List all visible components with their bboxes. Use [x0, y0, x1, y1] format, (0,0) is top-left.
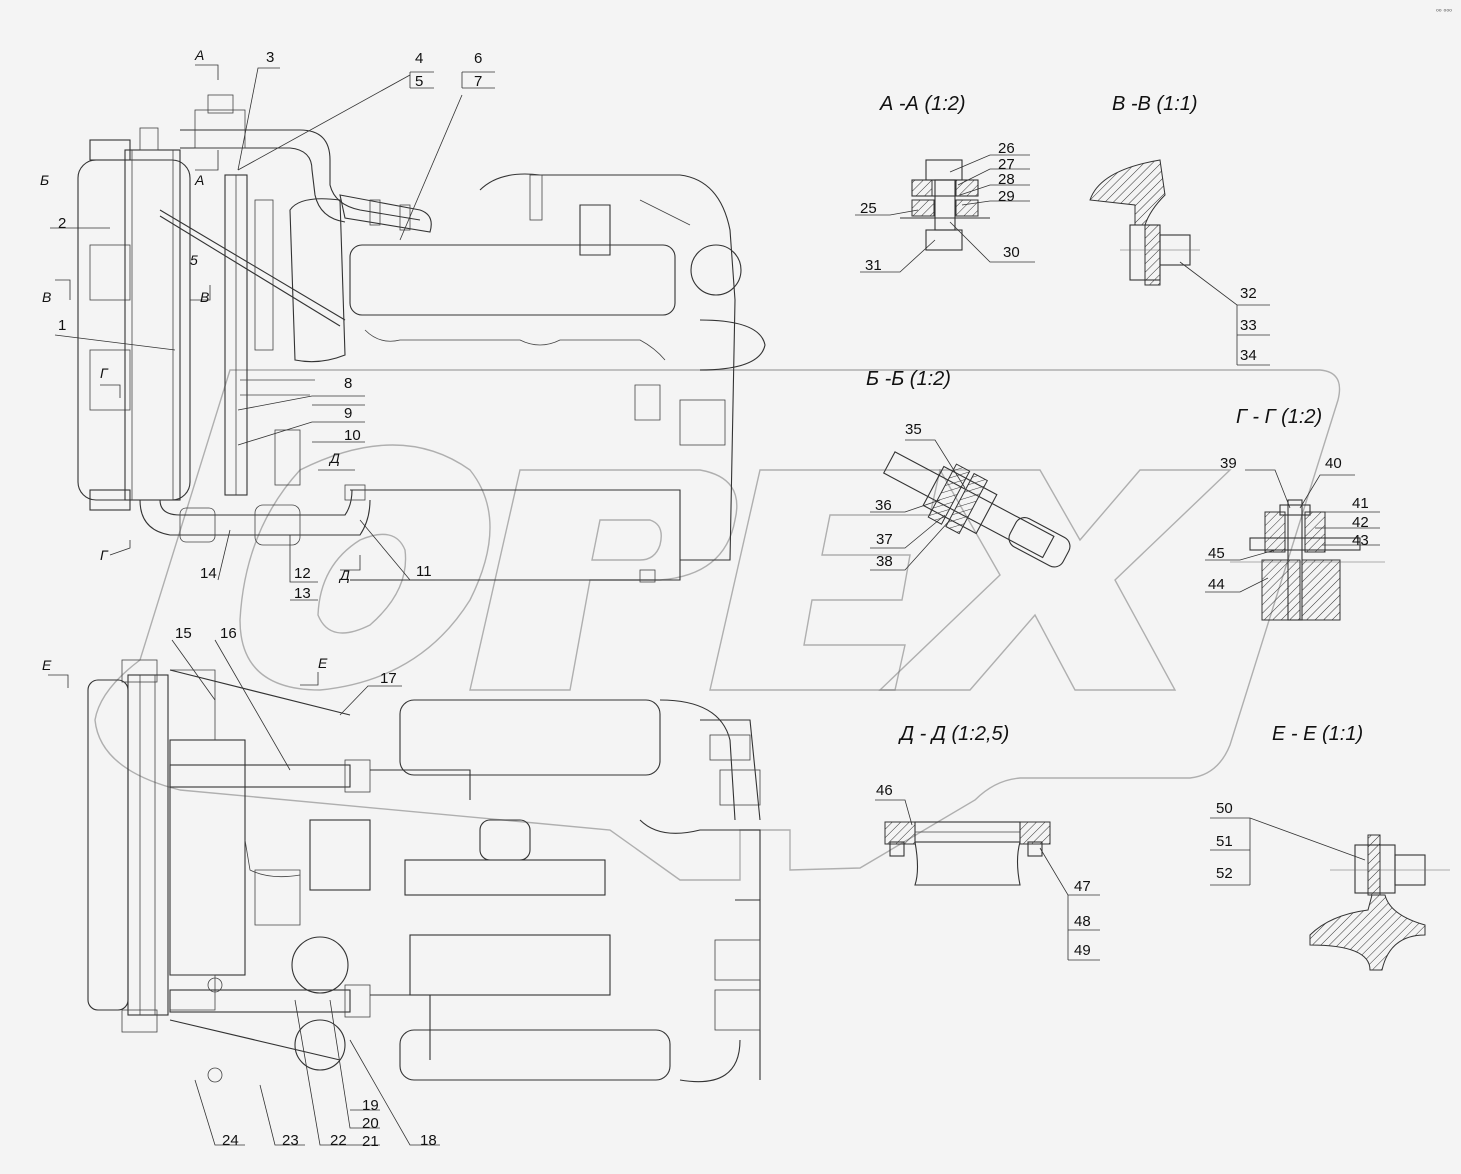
pos-1: 1	[58, 317, 66, 334]
pos-41: 41	[1352, 495, 1369, 512]
pos-5: 5	[415, 73, 423, 90]
section-label-vv: В -В (1:1)	[1112, 93, 1198, 115]
section-aa-detail	[900, 159, 990, 251]
pos-20: 20	[362, 1115, 379, 1132]
watermark-letter-o	[239, 444, 491, 691]
corner-mark: ⁰⁰ ⁰⁰⁰	[1436, 8, 1452, 16]
leader-lines	[48, 64, 1380, 1146]
pos-47: 47	[1074, 878, 1091, 895]
cut-mark-b: Б	[40, 172, 49, 188]
cut-mark-d-top: Д	[328, 450, 340, 466]
pos-8: 8	[344, 375, 352, 392]
cut-mark-v-left: В	[42, 289, 51, 305]
pos-29: 29	[998, 188, 1015, 205]
lower-assembly-view	[87, 659, 761, 1083]
pos-22: 22	[330, 1132, 347, 1149]
cut-mark-g-bottom: Г	[100, 547, 109, 563]
position-callouts: 1 2 3 4 5 6 7 8 9 10 11 12 13 14 15 16 1…	[58, 49, 1369, 1150]
pos-42: 42	[1352, 514, 1369, 531]
pos-14: 14	[200, 565, 217, 582]
pos-2: 2	[58, 215, 66, 232]
pos-35: 35	[905, 421, 922, 438]
cut-mark-a-top: А	[194, 47, 204, 63]
pos-26: 26	[998, 140, 1015, 157]
section-label-ee: Е - Е (1:1)	[1272, 723, 1363, 745]
pos-18: 18	[420, 1132, 437, 1149]
watermark-letter-o-inner	[317, 533, 407, 634]
section-bb-detail	[882, 451, 1071, 568]
pos-21: 21	[362, 1133, 379, 1150]
pos-9: 9	[344, 405, 352, 422]
pos-51: 51	[1216, 833, 1233, 850]
pos-3: 3	[266, 49, 274, 66]
watermark-frame	[94, 369, 1341, 881]
cut-mark-5: 5	[190, 252, 198, 268]
pos-33: 33	[1240, 317, 1257, 334]
pos-46: 46	[876, 782, 893, 799]
pos-36: 36	[875, 497, 892, 514]
pos-40: 40	[1325, 455, 1342, 472]
pos-49: 49	[1074, 942, 1091, 959]
section-label-gg: Г - Г (1:2)	[1236, 406, 1322, 428]
watermark-letter-x	[878, 469, 1232, 691]
pos-48: 48	[1074, 913, 1091, 930]
section-dd-detail	[884, 821, 1051, 886]
pos-44: 44	[1208, 576, 1225, 593]
pos-16: 16	[220, 625, 237, 642]
pos-31: 31	[865, 257, 882, 274]
pos-38: 38	[876, 553, 893, 570]
pos-39: 39	[1220, 455, 1237, 472]
pos-52: 52	[1216, 865, 1233, 882]
pos-30: 30	[1003, 244, 1020, 261]
pos-19: 19	[362, 1097, 379, 1114]
pos-7: 7	[474, 73, 482, 90]
section-vv-detail	[1089, 159, 1200, 286]
pos-27: 27	[998, 156, 1015, 173]
cut-mark-e-left: Е	[42, 657, 52, 673]
watermark-letter-e	[709, 469, 941, 691]
pos-45: 45	[1208, 545, 1225, 562]
pos-32: 32	[1240, 285, 1257, 302]
watermark-logo	[94, 369, 1341, 881]
pos-37: 37	[876, 531, 893, 548]
pos-28: 28	[998, 171, 1015, 188]
pos-15: 15	[175, 625, 192, 642]
pos-6: 6	[474, 50, 482, 67]
section-label-dd: Д - Д (1:2,5)	[898, 723, 1009, 745]
pos-24: 24	[222, 1132, 239, 1149]
cut-mark-d-bottom: Д	[338, 567, 350, 583]
cut-mark-a-bottom: А	[194, 172, 204, 188]
cut-mark-v-right: В	[200, 289, 209, 305]
section-label-aa: А -А (1:2)	[879, 93, 966, 115]
cut-mark-g-top: Г	[100, 365, 109, 381]
pos-10: 10	[344, 427, 361, 444]
pos-12: 12	[294, 565, 311, 582]
pos-23: 23	[282, 1132, 299, 1149]
pos-17: 17	[380, 670, 397, 687]
pos-13: 13	[294, 585, 311, 602]
pos-50: 50	[1216, 800, 1233, 817]
pos-43: 43	[1352, 532, 1369, 549]
section-label-bb: Б -Б (1:2)	[866, 368, 951, 390]
upper-assembly-view	[77, 94, 766, 583]
pos-11: 11	[416, 563, 432, 580]
cut-mark-e-right: Е	[318, 655, 328, 671]
pos-25: 25	[860, 200, 877, 217]
pos-4: 4	[415, 50, 423, 67]
pos-34: 34	[1240, 347, 1257, 364]
section-ee-detail	[1309, 834, 1450, 971]
